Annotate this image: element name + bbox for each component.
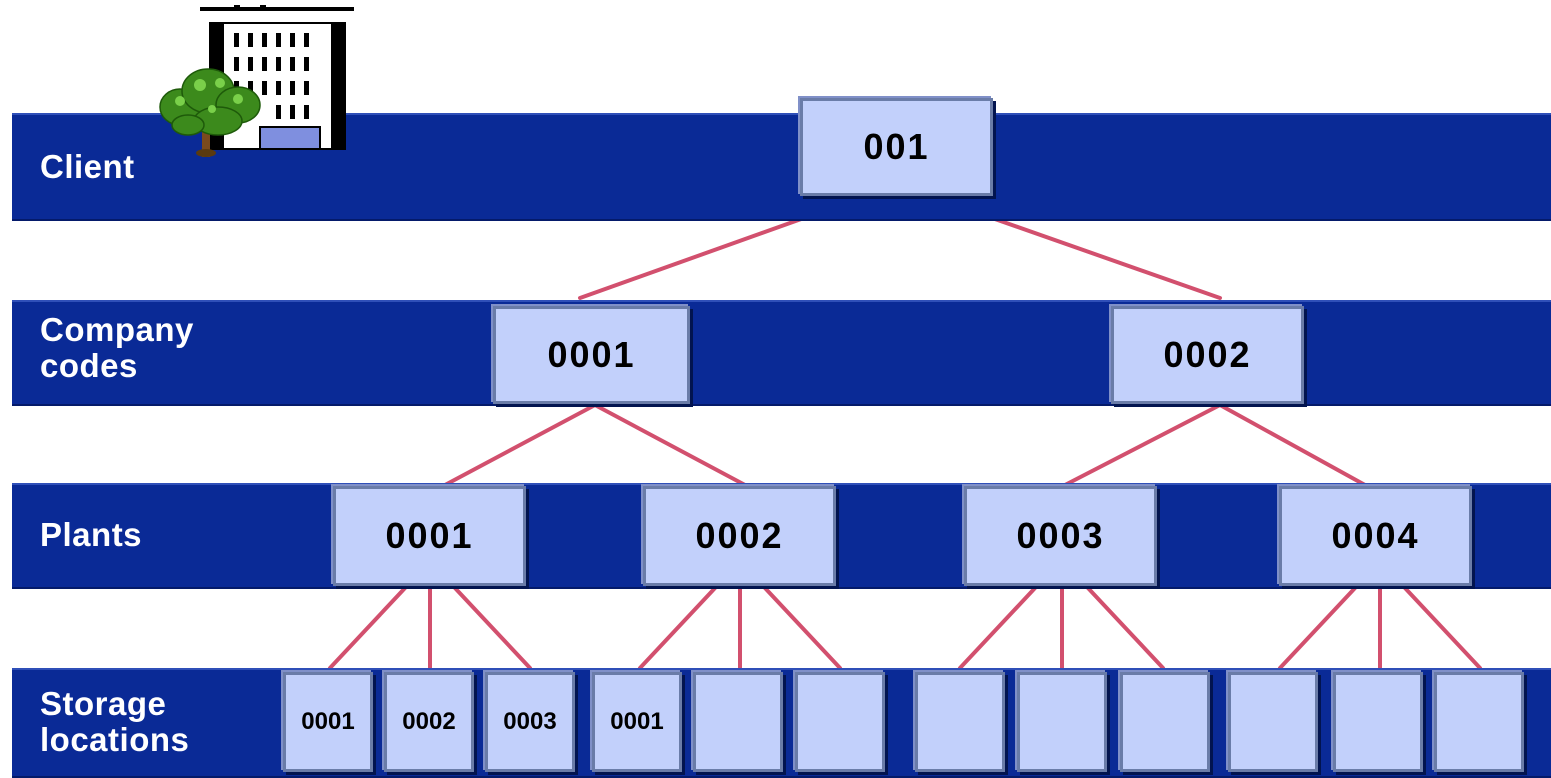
storage-location-node bbox=[795, 672, 885, 772]
plant-node-0003: 0003 bbox=[964, 486, 1157, 586]
storage-location-node bbox=[915, 672, 1005, 772]
company-codes-band: Company codes bbox=[12, 300, 1551, 406]
connector-p2-s6 bbox=[763, 586, 842, 670]
storage-location-node bbox=[1228, 672, 1318, 772]
storage-location-node bbox=[693, 672, 783, 772]
client-level-label: Client bbox=[40, 148, 135, 185]
storage-location-node: 0001 bbox=[592, 672, 682, 772]
client-node-001: 001 bbox=[800, 98, 993, 196]
connector-cc1-p2 bbox=[593, 403, 747, 487]
building-with-tree-icon bbox=[159, 5, 354, 157]
storage-location-node bbox=[1333, 672, 1423, 772]
plant-node-0004: 0004 bbox=[1279, 486, 1472, 586]
storage-location-node bbox=[1120, 672, 1210, 772]
connector-cc2-p4 bbox=[1218, 403, 1367, 487]
plant-node-0002: 0002 bbox=[643, 486, 836, 586]
company-codes-level-label: Company codes bbox=[40, 311, 194, 384]
connector-p1-s1 bbox=[328, 586, 407, 670]
company-code-node-0001: 0001 bbox=[493, 306, 690, 404]
connector-cc1-p1 bbox=[443, 403, 597, 487]
storage-location-node: 0001 bbox=[283, 672, 373, 772]
connector-p3-s9 bbox=[1086, 586, 1165, 670]
connector-p3-s7 bbox=[958, 586, 1037, 670]
storage-locations-level-label: Storage locations bbox=[40, 685, 190, 758]
connector-cc2-p3 bbox=[1063, 403, 1222, 487]
connector-p2-s4 bbox=[638, 586, 717, 670]
connector-p4-s10 bbox=[1278, 586, 1357, 670]
storage-location-node bbox=[1434, 672, 1524, 772]
plant-node-0001: 0001 bbox=[333, 486, 526, 586]
company-code-node-0002: 0002 bbox=[1111, 306, 1304, 404]
plants-level-label: Plants bbox=[40, 516, 143, 553]
connector-p4-s12 bbox=[1403, 586, 1482, 670]
storage-location-node bbox=[1017, 672, 1107, 772]
connector-p1-s3 bbox=[453, 586, 532, 670]
storage-location-node: 0002 bbox=[384, 672, 474, 772]
storage-location-node: 0003 bbox=[485, 672, 575, 772]
